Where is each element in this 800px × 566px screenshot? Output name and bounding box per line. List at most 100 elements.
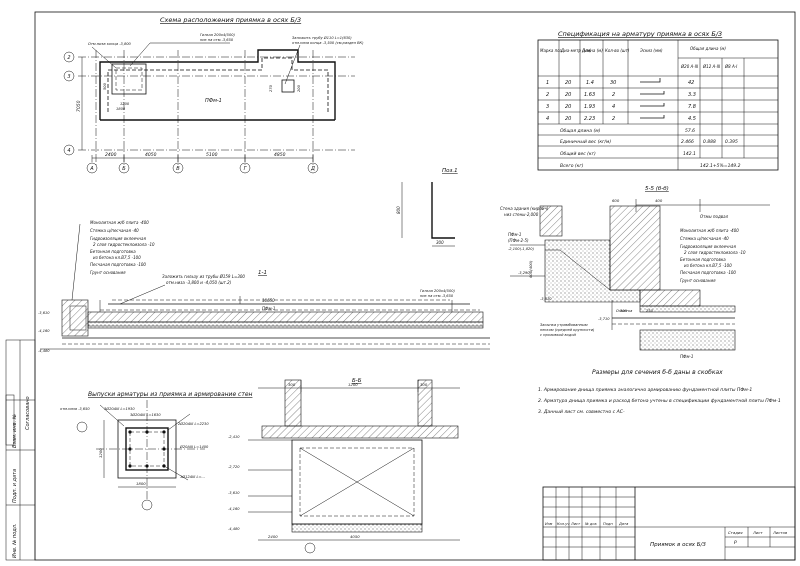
bb-dim-bottom: 4050 [350, 534, 360, 539]
plan-title: Схема расположения приямка в осях Б/3 [160, 16, 301, 24]
s55-label: Отметка [616, 309, 632, 313]
plan-dim-left: 7050 [76, 100, 82, 112]
section-note-sleeve1: Гильза 200х4(500) [420, 289, 456, 293]
section-aa-title: 1-1 [258, 270, 267, 276]
svg-text:57.6: 57.6 [685, 128, 695, 134]
bb-level: -3,610 [228, 491, 240, 495]
plan-dim-3: 5100 [206, 152, 218, 158]
section-55-drawing [510, 199, 770, 351]
plan-note-top2: низ на отм.-3,650 [200, 38, 234, 42]
plan-dim-4: 4850 [274, 152, 286, 158]
s55-layer: Гидроизоляция оклеечная [680, 244, 736, 249]
svg-text:20: 20 [565, 116, 571, 122]
s55-level: -3,710 [598, 317, 610, 321]
svg-text:Общая длина (м): Общая длина (м) [560, 128, 601, 134]
outlet-dim: 1200 [98, 448, 103, 458]
svg-text:3.3: 3.3 [688, 92, 696, 98]
spec-h-qty: Кол-во (шт) [605, 48, 630, 53]
section-layer: Монолитная ж/б плита -400 [90, 220, 149, 225]
stamp-col: Дата [618, 522, 628, 526]
spec-row: 3 20 1.93 4 7.8 [546, 104, 696, 110]
svg-text:2: 2 [612, 116, 615, 122]
spec-table [537, 39, 779, 171]
spec-sub-2: Ø12 A-III [702, 64, 721, 69]
section-dim-len: 10650 [262, 298, 275, 303]
s55-label: низ стены-2,000 [504, 212, 539, 217]
section-note-sleeve2: низ на отм.-3,650 [420, 294, 454, 298]
section-bb-drawing [248, 379, 460, 554]
s55-label: Стена здания (кирпич) [500, 206, 549, 211]
bb-level: -2,410 [228, 435, 240, 439]
outlet-label: отм.низа -3,650 [60, 407, 90, 411]
bb-dim-bottom: 2400 [268, 534, 278, 539]
spec-summary-row: Общая длина (м) 57.6 [560, 128, 695, 134]
s55-dim: 600 [612, 198, 620, 203]
svg-text:20: 20 [565, 92, 571, 98]
axis-a: А [89, 166, 94, 172]
section-plate: ПФм-1 [262, 306, 275, 311]
bb-level: -4,160 [228, 507, 240, 511]
side-stamp [5, 339, 36, 561]
s55-layer: 2 слоя гидростеклоизола -10 [684, 250, 746, 255]
bb-level: -2,720 [228, 465, 240, 469]
section-layer: Стяжка ц/песчаная -40 [90, 228, 139, 233]
axis-3: 3 [67, 74, 70, 80]
stamp-col: Кол.уч [557, 522, 569, 526]
outlets-drawing [76, 400, 205, 511]
s55-layer: Песчаная подготовка -100 [680, 270, 736, 275]
section-note-bend2: отм.низа -3,800 и -4,050 (шт.2) [166, 280, 232, 285]
stamp-stage-value: Р [734, 540, 737, 546]
svg-text:42: 42 [688, 80, 694, 86]
plan-note-right2: отм.низа конца -3,500 (см.раздел ВК) [292, 41, 364, 45]
section-layer: Бетонная подготовка [90, 249, 136, 254]
stamp-sheets-label: Листов [772, 530, 788, 535]
svg-text:0.888: 0.888 [703, 139, 716, 145]
svg-text:30: 30 [610, 80, 616, 86]
spec-sub-1: Ø20 A-III [680, 64, 699, 69]
section-layer: Песчаная подготовка -100 [90, 262, 146, 267]
s55-dim: 400 [655, 198, 663, 203]
svg-text:3: 3 [546, 104, 549, 110]
s55-layer: из бетона кл.В7,5 -100 [684, 263, 732, 268]
plan-dim-1: 2400 [105, 152, 117, 158]
spec-sub-3: Ø8 A-I [724, 64, 738, 69]
outlets-title: Выпуски арматуры из приямка и армировани… [88, 391, 253, 398]
s55-level: -3,290 [518, 271, 530, 275]
s55-label: ПФм-1 [508, 232, 521, 237]
svg-text:142.1: 142.1 [683, 151, 696, 157]
svg-text:2.23: 2.23 [584, 116, 595, 122]
section-layer: Гидроизоляция оклеечная [90, 236, 146, 241]
svg-text:1: 1 [546, 80, 549, 86]
svg-text:0.395: 0.395 [725, 139, 738, 145]
stamp-col: Подп [603, 522, 613, 526]
s55-label: песком (средней крупности) [540, 328, 595, 332]
svg-text:7.8: 7.8 [688, 104, 696, 110]
section-level-1: -3,610 [38, 311, 50, 315]
plan-note-left: Отм.низа конца -3,800 [88, 42, 132, 46]
stamp-col: Лист [570, 522, 581, 526]
plan-plate-label: ПФм-1 [205, 98, 222, 104]
spec-row: 2 20 1.63 2 3.3 [546, 92, 696, 98]
s55-level: -2,100(-1,820) [508, 247, 535, 251]
svg-text:1.93: 1.93 [584, 104, 595, 110]
svg-text:2: 2 [546, 92, 549, 98]
bb-dim-top: 300 [288, 382, 296, 387]
section-66-note: Размеры для сечения б-б даны в скобках [592, 369, 723, 376]
axis-2: 2 [67, 55, 70, 61]
outlet-dim: 1800 [136, 481, 146, 486]
plan-dim-small-3: 500 [103, 82, 107, 90]
svg-text:20: 20 [565, 104, 571, 110]
spec-row: 1 20 1.4 30 42 [546, 80, 694, 86]
note-3: 3. Данный лист см. совместно с АС- [538, 409, 625, 415]
svg-text:Единичный вес (кг/м): Единичный вес (кг/м) [560, 139, 611, 145]
s55-layer: Монолитная ж/б плита -400 [680, 228, 739, 233]
spec-row: 4 20 2.23 2 4.5 [546, 116, 696, 122]
spec-h-len: Длина (м) [581, 48, 603, 53]
side-label-inv: Инв. № подл. [12, 524, 18, 559]
side-label-sign: Подп. и дата [12, 469, 18, 503]
outlet-label: 3Ø20АIII L=1930 [104, 406, 135, 411]
s55-layer: Грунт основания [680, 278, 716, 283]
bb-dim-top: 300 [420, 382, 428, 387]
section-level-2: -4,160 [38, 329, 50, 333]
